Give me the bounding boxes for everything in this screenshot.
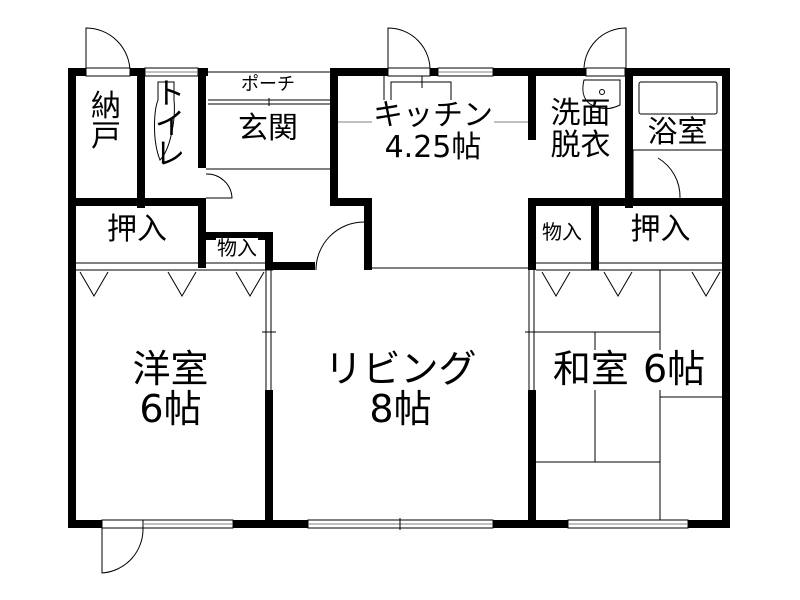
room-label-living: リビング 8帖: [324, 347, 477, 431]
wall-west: [68, 68, 76, 528]
room-label-closet-left: 押入: [107, 212, 167, 247]
wall-east: [722, 68, 730, 528]
room-label-kitchen: キッチン 4.25帖: [372, 98, 494, 165]
room-label-western: 洋室 6帖: [132, 347, 209, 431]
thin-lines: [76, 27, 722, 574]
room-label-porch: ポーチ: [241, 74, 295, 95]
door-washroom: [583, 27, 627, 76]
room-label-storage: 納 戸: [91, 89, 121, 154]
room-label-washroom: 洗面 脱衣: [550, 96, 611, 163]
room-label-closet-right: 押入: [630, 212, 691, 247]
room-label-entrance: 玄関: [238, 111, 298, 146]
room-label-storage-right: 物入: [541, 220, 583, 244]
walls: [68, 68, 730, 528]
room-label-toilet: ト イ レ: [155, 77, 185, 172]
door-kitchen: [387, 27, 431, 76]
room-label-storage-left: 物入: [216, 236, 258, 260]
wall-south-1: [68, 520, 128, 528]
door-storage: [85, 27, 131, 76]
room-label-japanese: 和室 6帖: [551, 347, 707, 391]
wall-south-4: [688, 520, 730, 528]
room-label-bathroom: 浴室: [646, 115, 709, 150]
